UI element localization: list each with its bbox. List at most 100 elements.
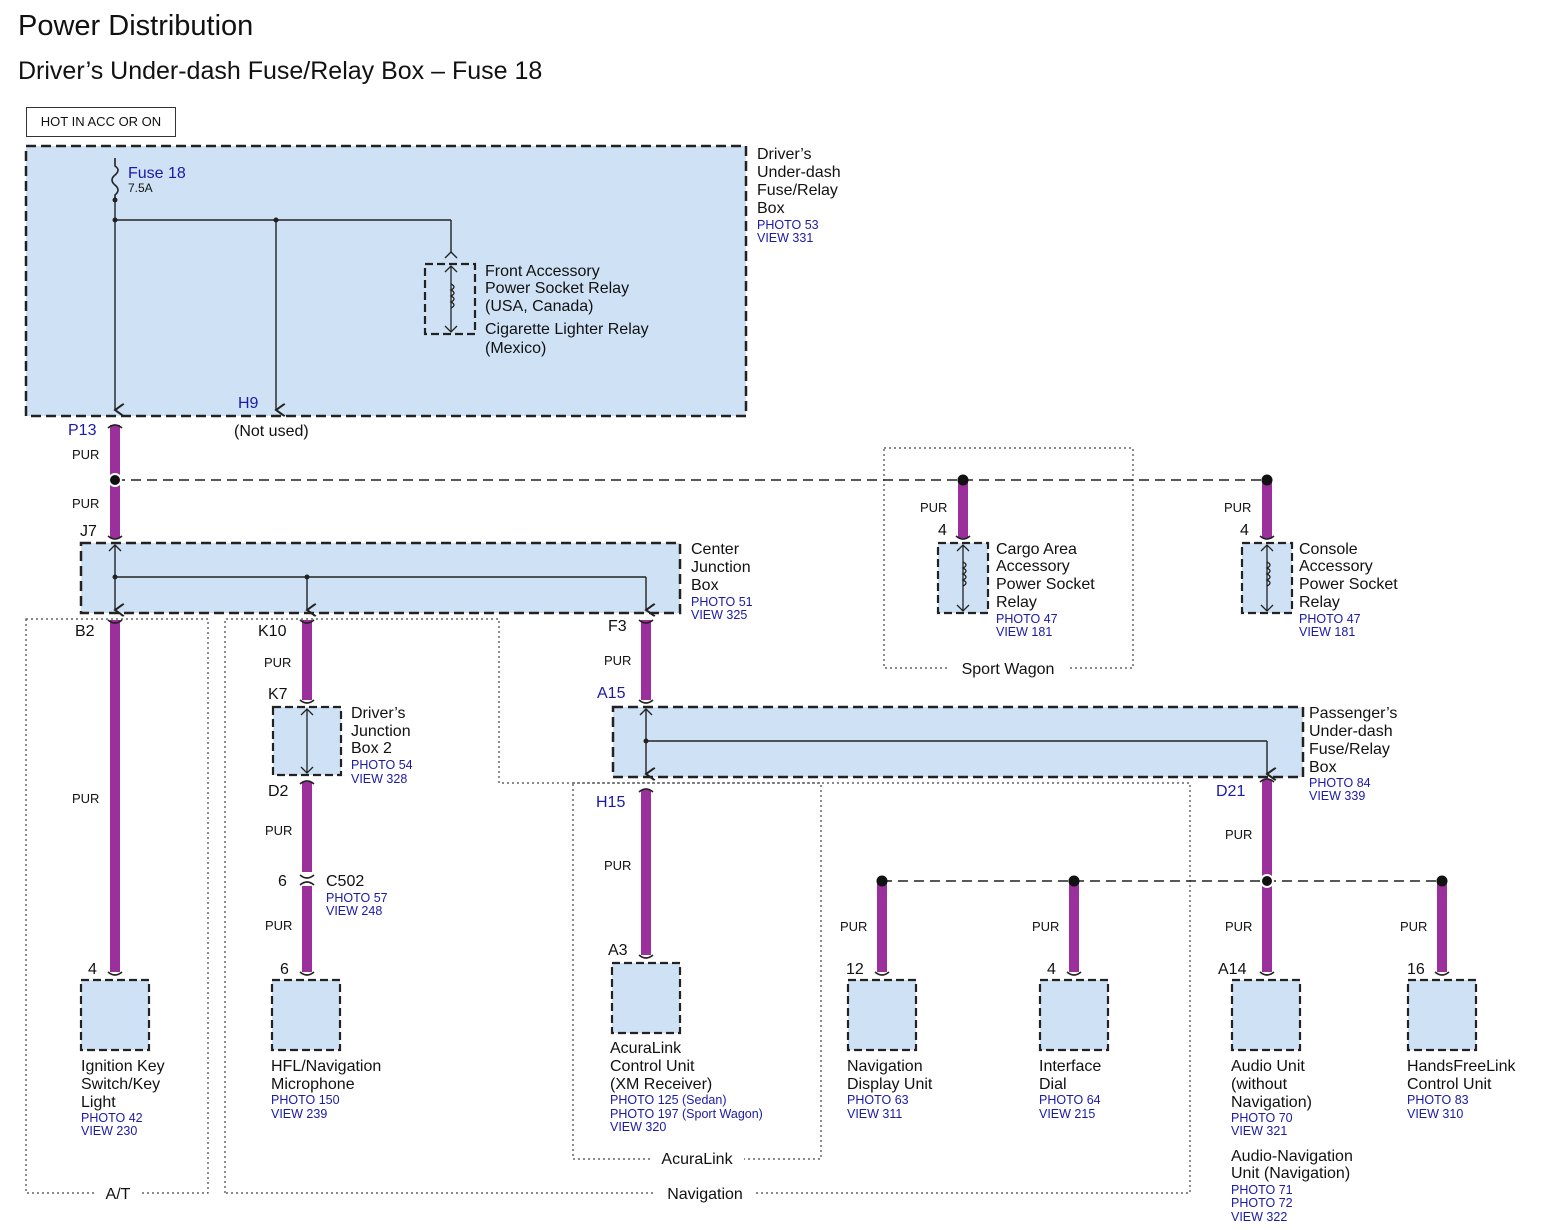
cargo-relay-name-1: Cargo Area bbox=[996, 541, 1077, 558]
hfl-microphone-box bbox=[270, 978, 342, 1052]
c502-name: C502 bbox=[326, 873, 364, 890]
front-relay-line1: Front Accessory bbox=[485, 263, 600, 280]
sport-wagon-label: Sport Wagon bbox=[962, 661, 1055, 678]
ignition-ref-2: VIEW 230 bbox=[81, 1124, 137, 1138]
hot-in-acc-label: HOT IN ACC OR ON bbox=[26, 107, 176, 137]
hfl-mic-ref-2: VIEW 239 bbox=[271, 1107, 327, 1121]
wire-label-j7: PUR bbox=[72, 496, 99, 511]
acuralink-name-3: (XM Receiver) bbox=[610, 1076, 712, 1093]
hfl-mic-ref-1: PHOTO 150 bbox=[271, 1093, 340, 1107]
driver-fuse-box bbox=[24, 144, 748, 418]
acuralink-unit-box bbox=[610, 961, 682, 1035]
p13-pin: P13 bbox=[68, 422, 97, 439]
driver-jb2-view: VIEW 328 bbox=[351, 772, 407, 786]
h9-note: (Not used) bbox=[234, 423, 309, 440]
cargo-relay-photo: PHOTO 47 bbox=[996, 612, 1058, 626]
center-junction-box bbox=[79, 541, 682, 615]
nav-display-box bbox=[846, 978, 918, 1052]
audio-nav-ref-3: VIEW 322 bbox=[1231, 1210, 1287, 1224]
center-box-name-1: Center bbox=[691, 541, 740, 558]
passenger-box-name-3: Fuse/Relay bbox=[1309, 741, 1390, 758]
connector-ends bbox=[107, 424, 1450, 976]
c502-view: VIEW 248 bbox=[326, 904, 382, 918]
j7-pin: J7 bbox=[80, 523, 97, 540]
driver-box-name-3: Fuse/Relay bbox=[757, 182, 838, 199]
audio-nav-name-1: Audio-Navigation bbox=[1231, 1148, 1353, 1165]
hfl-mic-pin: 6 bbox=[280, 961, 289, 978]
ignition-name-1: Ignition Key bbox=[81, 1058, 165, 1075]
audio-nav-ref-1: PHOTO 71 bbox=[1231, 1183, 1293, 1197]
audio-unit-ref-1: PHOTO 70 bbox=[1231, 1111, 1293, 1125]
audio-unit-ref-2: VIEW 321 bbox=[1231, 1124, 1287, 1138]
interface-dial-name-1: Interface bbox=[1039, 1058, 1101, 1075]
fuse-18-rating: 7.5A bbox=[128, 181, 153, 195]
driver-box-name-1: Driver’s bbox=[757, 146, 812, 163]
driver-box-view: VIEW 331 bbox=[757, 231, 813, 245]
interface-dial-pin: 4 bbox=[1047, 961, 1056, 978]
wire-label-d21: PUR bbox=[1225, 827, 1252, 842]
acuralink-name-2: Control Unit bbox=[610, 1058, 695, 1075]
nav-display-ref-2: VIEW 311 bbox=[847, 1107, 902, 1121]
passenger-box-name-4: Box bbox=[1309, 759, 1337, 776]
cargo-relay-view: VIEW 181 bbox=[996, 625, 1052, 639]
cargo-relay-name-4: Relay bbox=[996, 594, 1037, 611]
driver-jb2-name-2: Junction bbox=[351, 723, 411, 740]
passenger-box-view: VIEW 339 bbox=[1309, 789, 1365, 803]
driver-box-photo: PHOTO 53 bbox=[757, 218, 819, 232]
acuralink-ref-3: VIEW 320 bbox=[610, 1120, 666, 1134]
hfl-unit-box bbox=[1406, 978, 1478, 1052]
wire-label-b2: PUR bbox=[72, 791, 99, 806]
nav-display-pin: 12 bbox=[846, 961, 864, 978]
h9-pin: H9 bbox=[238, 395, 259, 412]
d2-pin: D2 bbox=[268, 783, 289, 800]
front-relay-line4: Cigarette Lighter Relay bbox=[485, 321, 649, 338]
wire-label-interface-dial: PUR bbox=[1032, 919, 1059, 934]
passenger-box-name-1: Passenger’s bbox=[1309, 705, 1397, 722]
wire-label-k10: PUR bbox=[264, 655, 291, 670]
hfl-unit-name-1: HandsFreeLink bbox=[1407, 1058, 1517, 1075]
acuralink-group-label: AcuraLink bbox=[661, 1151, 733, 1168]
console-relay-photo: PHOTO 47 bbox=[1299, 612, 1361, 626]
page-title: Power Distribution bbox=[18, 10, 254, 42]
wire-label-p13: PUR bbox=[72, 447, 99, 462]
ignition-name-2: Switch/Key bbox=[81, 1076, 160, 1093]
wire-label-audio: PUR bbox=[1225, 919, 1252, 934]
k7-pin: K7 bbox=[268, 686, 288, 703]
interface-dial-box bbox=[1038, 978, 1110, 1052]
audio-unit-name-1: Audio Unit bbox=[1231, 1058, 1305, 1075]
console-relay-pin: 4 bbox=[1240, 522, 1249, 539]
hfl-mic-name-1: HFL/Navigation bbox=[271, 1058, 381, 1075]
driver-jb2-photo: PHOTO 54 bbox=[351, 758, 413, 772]
front-relay-line2: Power Socket Relay bbox=[485, 280, 629, 297]
interface-dial-ref-1: PHOTO 64 bbox=[1039, 1093, 1101, 1107]
ignition-name-3: Light bbox=[81, 1094, 116, 1111]
audio-nav-name-2: Unit (Navigation) bbox=[1231, 1165, 1350, 1182]
acuralink-ref-2: PHOTO 197 (Sport Wagon) bbox=[610, 1107, 763, 1121]
hfl-unit-ref-1: PHOTO 83 bbox=[1407, 1093, 1469, 1107]
driver-box-name-4: Box bbox=[757, 200, 785, 217]
center-box-name-3: Box bbox=[691, 577, 719, 594]
audio-unit-pin: A14 bbox=[1218, 961, 1247, 978]
interface-dial-name-2: Dial bbox=[1039, 1076, 1067, 1093]
d21-pin: D21 bbox=[1216, 783, 1245, 800]
audio-unit-name-2: (without bbox=[1231, 1076, 1288, 1093]
front-relay-line5: (Mexico) bbox=[485, 340, 546, 357]
center-box-photo: PHOTO 51 bbox=[691, 595, 753, 609]
acuralink-group bbox=[572, 782, 822, 1160]
h15-pin: H15 bbox=[596, 794, 625, 811]
driver-jb2-name-3: Box 2 bbox=[351, 740, 392, 757]
center-box-name-2: Junction bbox=[691, 559, 751, 576]
b2-pin: B2 bbox=[75, 623, 95, 640]
hfl-unit-pin: 16 bbox=[1407, 961, 1425, 978]
front-relay-icon bbox=[423, 262, 477, 336]
audio-unit-box bbox=[1230, 978, 1302, 1052]
wire-label-c502: PUR bbox=[265, 918, 292, 933]
k10-pin: K10 bbox=[258, 623, 287, 640]
nav-display-ref-1: PHOTO 63 bbox=[847, 1093, 909, 1107]
hfl-unit-name-2: Control Unit bbox=[1407, 1076, 1492, 1093]
ignition-pin: 4 bbox=[88, 961, 97, 978]
console-relay-view: VIEW 181 bbox=[1299, 625, 1355, 639]
wire-label-cargo: PUR bbox=[920, 500, 947, 515]
nav-display-name-2: Display Unit bbox=[847, 1076, 933, 1093]
